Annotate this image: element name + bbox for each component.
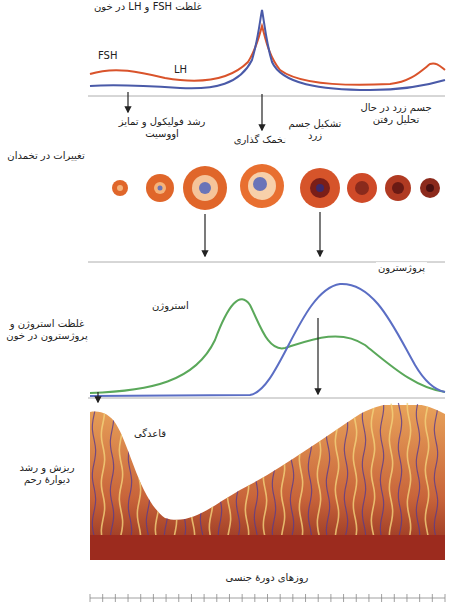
day-tick xyxy=(166,594,167,602)
panel-label: ریزش و رشد دیوارهٔ رحم xyxy=(4,462,90,486)
day-tick xyxy=(254,594,255,602)
day-tick xyxy=(242,594,243,602)
uterine-wall xyxy=(90,400,445,560)
day-tick xyxy=(229,594,230,602)
day-tick xyxy=(128,594,129,602)
phase-label: قاعدگی xyxy=(132,428,168,440)
day-tick xyxy=(90,594,91,602)
day-tick xyxy=(280,594,281,602)
day-tick xyxy=(381,594,382,602)
day-tick xyxy=(115,594,116,602)
day-tick xyxy=(445,594,446,602)
ovarian-hormone-chart xyxy=(88,284,445,402)
ovary-follicles xyxy=(88,164,445,262)
day-tick xyxy=(191,594,192,602)
stage-label: جسم زرد در حال تحلیل رفتن xyxy=(346,102,446,126)
day-tick xyxy=(216,594,217,602)
stage-label: تشکیل جسم زرد xyxy=(282,118,348,142)
day-tick xyxy=(419,594,420,602)
day-tick xyxy=(343,594,344,602)
day-tick xyxy=(204,594,205,602)
day-tick xyxy=(368,594,369,602)
day-tick xyxy=(102,594,103,602)
day-axis xyxy=(90,594,445,602)
day-tick xyxy=(394,594,395,602)
curve-label: LH xyxy=(172,64,189,76)
fsh-lh-chart xyxy=(88,10,445,130)
day-tick xyxy=(153,594,154,602)
panel-label: تغییرات در تخمدان xyxy=(4,150,88,162)
day-tick xyxy=(267,594,268,602)
curve-label: FSH xyxy=(96,50,119,62)
stage-label: رشد فولیکول و تمایز اووسیت xyxy=(112,116,212,140)
panel-label: غلظت استروژن و پروژسترون در خون xyxy=(4,318,90,342)
chart-title: غلظت FSH و LH در خون xyxy=(92,1,204,13)
day-tick xyxy=(406,594,407,602)
day-tick xyxy=(178,594,179,602)
day-tick xyxy=(330,594,331,602)
day-tick xyxy=(432,594,433,602)
day-tick xyxy=(305,594,306,602)
curve-label: پروژسترون xyxy=(376,262,427,274)
day-tick xyxy=(318,594,319,602)
day-tick xyxy=(140,594,141,602)
curve-label: استروژن xyxy=(150,300,191,312)
day-tick xyxy=(356,594,357,602)
axis-title: روزهای دورهٔ جنسی xyxy=(224,572,311,584)
day-tick xyxy=(292,594,293,602)
